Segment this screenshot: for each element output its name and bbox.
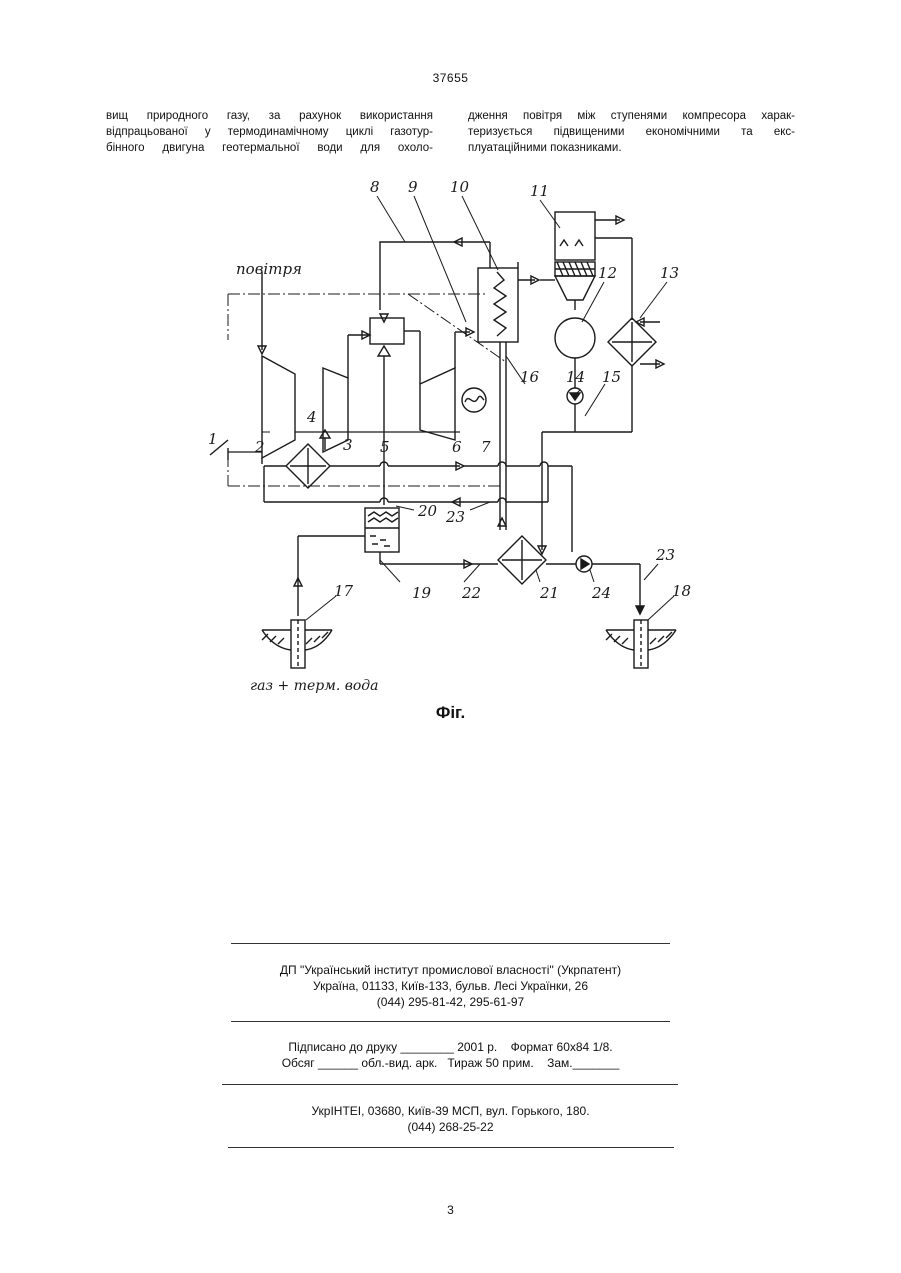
- text-line: дження повітря між ступенями компресора …: [468, 108, 795, 124]
- divider: [231, 943, 670, 944]
- label-23a: 23: [445, 508, 465, 526]
- label-6: 6: [452, 438, 462, 456]
- text-line: плуатаційними показниками.: [468, 140, 795, 156]
- label-8: 8: [370, 178, 380, 196]
- pump-14: [567, 388, 583, 432]
- label-9: 9: [408, 178, 418, 196]
- print-line: Підписано до друку ________ 2001 р. Форм…: [0, 1039, 901, 1055]
- label-gas-thermal-water: газ + терм. вода: [250, 678, 379, 694]
- dash-dot-lines: [228, 294, 506, 486]
- separator: [540, 212, 632, 320]
- combustion-chamber: [370, 318, 404, 344]
- publisher-line: ДП "Український інститут промислової вла…: [0, 962, 901, 978]
- injection-well: [606, 620, 676, 668]
- compressor-low-pressure: [262, 356, 295, 464]
- technical-drawing: 1 2 3 4 5 6 7 8 9 10 11 12 13 14 15 16 1…: [200, 162, 710, 694]
- body-text-left-column: вищ природного газу, за рахунок використ…: [106, 108, 433, 156]
- publisher-info: ДП "Український інститут промислової вла…: [0, 962, 901, 1010]
- text-line: відпрацьованої у термодинамічному циклі …: [106, 124, 433, 140]
- steam-line: [380, 238, 490, 310]
- publisher-line: Україна, 01133, Київ-133, бульв. Лесі Ук…: [0, 978, 901, 994]
- patent-number: 37655: [0, 71, 901, 85]
- label-21: 21: [539, 584, 559, 602]
- label-12: 12: [598, 264, 617, 282]
- text-line: бінного двигуна геотермальної води для о…: [106, 140, 433, 156]
- label-10: 10: [450, 178, 470, 196]
- label-20: 20: [417, 502, 438, 520]
- divider: [222, 1084, 678, 1085]
- label-24: 24: [591, 584, 611, 602]
- label-3: 3: [343, 436, 353, 454]
- gas-turbine: [404, 328, 474, 440]
- label-11: 11: [530, 182, 549, 200]
- print-info: Підписано до друку ________ 2001 р. Форм…: [0, 1039, 901, 1071]
- label-23b: 23: [655, 546, 675, 564]
- label-17: 17: [334, 582, 354, 600]
- label-5: 5: [380, 438, 390, 456]
- label-18: 18: [672, 582, 691, 600]
- divider: [228, 1147, 674, 1148]
- label-air: повітря: [236, 260, 302, 278]
- label-16: 16: [520, 368, 540, 386]
- compressor-high-pressure: [323, 331, 370, 452]
- text-line: вищ природного газу, за рахунок використ…: [106, 108, 433, 124]
- label-15: 15: [602, 368, 621, 386]
- label-14: 14: [566, 368, 585, 386]
- publisher-line: (044) 295-81-42, 295-61-97: [0, 994, 901, 1010]
- figure-caption: Фіг.: [0, 703, 901, 723]
- label-4: 4: [306, 408, 317, 426]
- generator: [462, 388, 486, 412]
- label-13: 13: [660, 264, 679, 282]
- printer-line: УкрІНТЕІ, 03680, Київ-39 МСП, вул. Горьк…: [0, 1103, 901, 1119]
- label-7: 7: [481, 438, 491, 456]
- body-text-right-column: дження повітря між ступенями компресора …: [468, 108, 795, 156]
- printer-info: УкрІНТЕІ, 03680, Київ-39 МСП, вул. Горьк…: [0, 1103, 901, 1135]
- text-line: теризується підвищеними економічними та …: [468, 124, 795, 140]
- intercooler: [286, 430, 330, 488]
- heat-recovery-boiler: [478, 262, 539, 530]
- label-19: 19: [412, 584, 432, 602]
- page-number: 3: [0, 1203, 901, 1217]
- label-22: 22: [461, 584, 481, 602]
- label-2: 2: [254, 438, 265, 456]
- divider: [231, 1021, 670, 1022]
- production-well: [262, 620, 332, 668]
- air-inlet: [258, 272, 266, 354]
- label-1: 1: [208, 430, 218, 448]
- print-line: Обсяг ______ обл.-вид. арк. Тираж 50 при…: [0, 1055, 901, 1071]
- heat-exchanger-21: [498, 518, 546, 584]
- printer-line: (044) 268-25-22: [0, 1119, 901, 1135]
- leader-lines: [262, 196, 674, 620]
